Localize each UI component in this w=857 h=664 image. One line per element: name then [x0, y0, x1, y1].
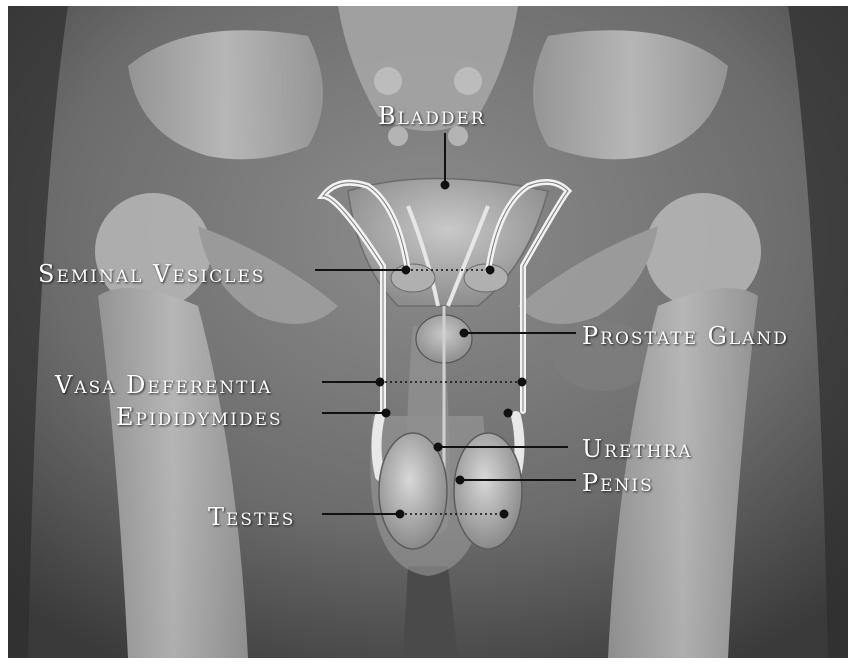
anatomy-illustration: Bladder Seminal Vesicles Prostate Gland …	[8, 6, 848, 658]
label-testes: Testes	[208, 505, 295, 529]
label-prostate-gland: Prostate Gland	[582, 324, 789, 348]
label-urethra: Urethra	[582, 437, 693, 461]
label-penis: Penis	[582, 471, 654, 495]
label-bladder: Bladder	[378, 104, 486, 128]
label-epididymides: Epididymides	[116, 405, 283, 429]
label-vasa-deferentia: Vasa Deferentia	[55, 373, 272, 397]
label-seminal-vesicles: Seminal Vesicles	[38, 262, 266, 286]
